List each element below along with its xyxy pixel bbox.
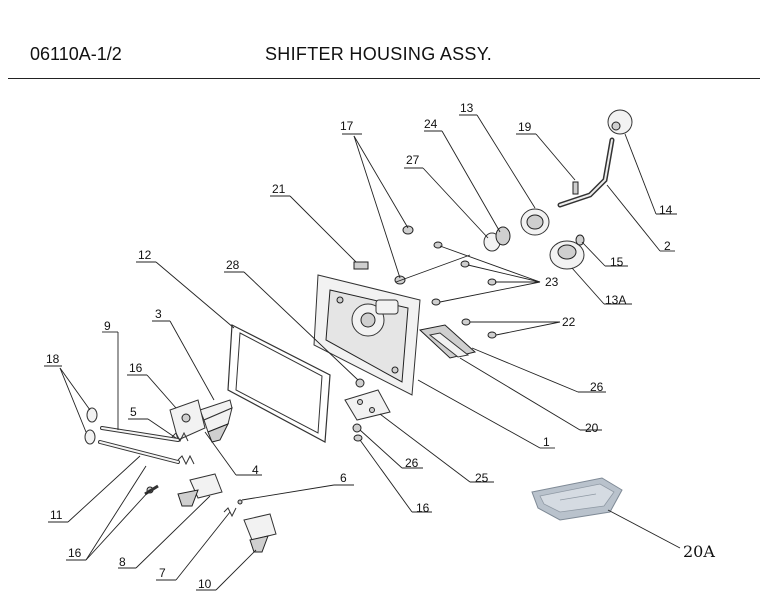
- callout-16-left: 16: [68, 546, 82, 560]
- part-10-fork: [243, 513, 277, 553]
- part-3-boot: [199, 399, 233, 443]
- leader-lines: [44, 114, 681, 591]
- part-code: 06110A-1/2: [30, 44, 122, 64]
- callout-18: 18: [46, 352, 60, 366]
- callout-3: 3: [155, 307, 162, 321]
- callout-13a: 13A: [605, 293, 626, 307]
- callout-19: 19: [518, 120, 532, 134]
- callout-21: 21: [272, 182, 286, 196]
- callout-6: 6: [340, 471, 347, 485]
- callout-24: 24: [424, 117, 438, 131]
- part-4-cover: [169, 399, 206, 441]
- title-block: 06110A-1/2 SHIFTER HOUSING ASSY.: [0, 0, 768, 80]
- callout-14: 14: [659, 203, 673, 217]
- callout-13: 13: [460, 101, 474, 115]
- part-8-fork: [144, 473, 223, 507]
- callout-4: 4: [252, 463, 259, 477]
- callout-23: 23: [545, 275, 559, 289]
- callout-1: 1: [543, 435, 550, 449]
- callout-8: 8: [119, 555, 126, 569]
- callout-26-right: 26: [590, 380, 604, 394]
- title-divider: [8, 78, 760, 79]
- callout-26-lower: 26: [405, 456, 419, 470]
- part-17-bolts: [394, 225, 414, 285]
- part-12-gasket: [227, 324, 331, 443]
- callout-7: 7: [159, 566, 166, 580]
- callout-15: 15: [610, 255, 624, 269]
- callout-17: 17: [340, 119, 354, 133]
- callout-5: 5: [130, 405, 137, 419]
- callout-20: 20: [585, 421, 599, 435]
- part-5-spring: [171, 431, 195, 466]
- callout-16-upper: 16: [129, 361, 143, 375]
- callout-labels: 17 24 13 19 14 2 27 15 13A 23 21 22 12 2…: [46, 101, 715, 591]
- part-6-7-detent: [223, 499, 243, 518]
- part-9-11-rails: [98, 426, 180, 464]
- callout-11: 11: [50, 508, 63, 522]
- assembly-title: SHIFTER HOUSING ASSY.: [265, 44, 493, 64]
- callout-12: 12: [138, 248, 152, 262]
- callout-22: 22: [562, 315, 576, 329]
- part-20a-bracket-photo: [531, 477, 623, 521]
- callout-16-lower: 16: [416, 501, 430, 515]
- part-28-26-16-fasteners: [352, 378, 365, 442]
- part-1-shifter-housing: [313, 274, 421, 396]
- part-23-bolts: [395, 241, 497, 306]
- callout-28: 28: [226, 258, 240, 272]
- part-21-plate: [353, 261, 369, 270]
- callout-25: 25: [475, 471, 489, 485]
- callout-10: 10: [198, 577, 212, 591]
- part-25-plate: [344, 389, 391, 421]
- callout-2: 2: [664, 239, 671, 253]
- part-27-24-13-boots: [483, 208, 585, 270]
- part-20-bracket: [418, 324, 477, 359]
- callout-27: 27: [406, 153, 420, 167]
- part-19-2-14-lever: [557, 109, 633, 246]
- part-18-orings: [84, 407, 98, 445]
- callout-9: 9: [104, 319, 111, 333]
- callout-20a: 20A: [683, 542, 715, 561]
